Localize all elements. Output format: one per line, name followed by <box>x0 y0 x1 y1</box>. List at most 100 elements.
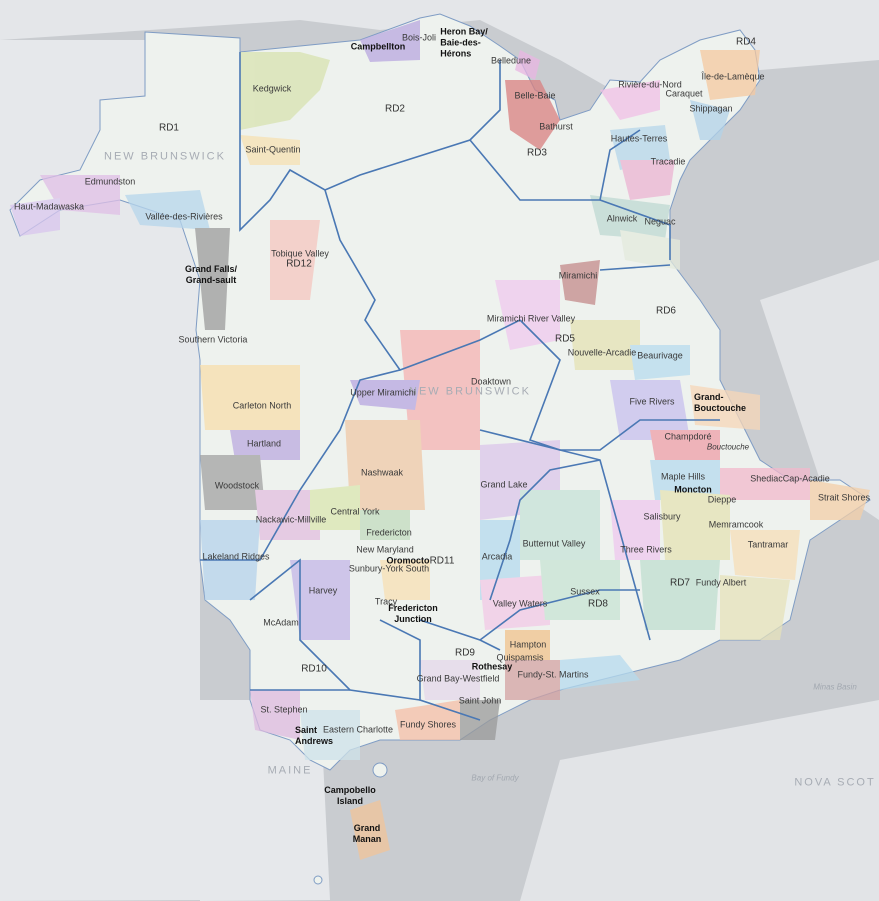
place-label-beaurivage: Beaurivage <box>637 350 683 361</box>
place-label-valley-waters: Valley Waters <box>492 598 548 609</box>
water-label-bay-of-fundy: Bay of Fundy <box>471 773 519 783</box>
place-label-five-rivers: Five Rivers <box>629 396 675 407</box>
place-label-nackawic-millville: Nackawic-Millville <box>255 514 327 525</box>
district-label-rd1: RD1 <box>158 122 180 134</box>
district-label-rd7: RD7 <box>669 577 691 589</box>
district-label-rd9: RD9 <box>454 647 476 659</box>
water-label-minas-basin: Minas Basin <box>813 682 857 692</box>
bold-label-heron-bay: Heron Bay/ Baie-des- Hérons <box>440 26 488 59</box>
district-label-rd6: RD6 <box>655 305 677 317</box>
district-label-rd3: RD3 <box>526 147 548 159</box>
place-label-kedgwick: Kedgwick <box>252 83 292 94</box>
district-label-rd12: RD12 <box>286 258 312 270</box>
place-label-neguac: Neguac <box>644 216 676 227</box>
place-label-harvey: Harvey <box>308 585 338 596</box>
geo-label-new-brunswick-nw: NEW BRUNSWICK <box>104 150 226 163</box>
place-label-saint-quentin: Saint-Quentin <box>245 144 301 155</box>
place-label-tantramar: Tantramar <box>747 539 789 550</box>
place-label-riviere-du-nord: Rivière-du-Nord <box>618 79 682 90</box>
place-label-miramichi-river-valley: Miramichi River Valley <box>486 313 576 324</box>
place-label-bathurst: Bathurst <box>539 121 573 132</box>
place-label-central-york: Central York <box>330 506 380 517</box>
place-label-shippagan: Shippagan <box>689 103 733 114</box>
place-label-maple-hills: Maple Hills <box>660 471 706 482</box>
place-label-belle-baie: Belle-Baie <box>514 90 556 101</box>
district-label-rd2: RD2 <box>384 103 406 115</box>
place-label-nouvelle-arcadie: Nouvelle-Arcadie <box>567 347 637 358</box>
place-label-dieppe: Dieppe <box>707 494 737 505</box>
place-label-hartland: Hartland <box>246 438 282 449</box>
place-label-saint-john: Saint John <box>458 695 502 706</box>
bold-label-grand-falls: Grand Falls/ Grand-sault <box>184 264 238 285</box>
place-label-champdore: Champdoré <box>664 431 712 442</box>
place-label-miramichi: Miramichi <box>558 270 598 281</box>
place-label-doaktown: Doaktown <box>470 376 512 387</box>
place-label-fundy-shores: Fundy Shores <box>399 719 457 730</box>
place-label-alnwick: Alnwick <box>606 213 638 224</box>
bold-label-saint-andrews: Saint Andrews <box>294 725 334 746</box>
bold-label-grand-manan: Grand Manan <box>352 823 382 844</box>
place-label-fredericton: Fredericton <box>366 527 412 538</box>
place-label-haut-madawaska: Haut-Madawaska <box>13 201 85 212</box>
geo-label-nova-scotia: NOVA SCOT <box>794 776 876 789</box>
place-label-upper-miramichi: Upper Miramichi <box>350 387 416 398</box>
place-label-shediac-cap-acadie: ShediacCap-Acadie <box>750 473 830 484</box>
bold-label-moncton: Moncton <box>674 484 712 495</box>
west-land <box>0 40 200 901</box>
maine-land <box>200 700 330 901</box>
place-label-edmundston: Edmundston <box>84 176 136 187</box>
place-label-belledune: Belledune <box>490 55 532 66</box>
place-label-fundy-albert: Fundy Albert <box>695 577 747 588</box>
place-label-nashwaak: Nashwaak <box>360 467 404 478</box>
place-label-grand-lake: Grand Lake <box>480 479 528 490</box>
place-label-bois-joli: Bois-Joli <box>401 32 437 43</box>
place-label-grand-bay-westfield: Grand Bay-Westfield <box>416 673 500 684</box>
district-label-rd11: RD11 <box>429 555 455 567</box>
place-label-sunbury-york-south: Sunbury-York South <box>348 563 430 574</box>
island-small <box>313 875 323 885</box>
district-label-rd4: RD4 <box>735 36 757 48</box>
place-label-bouctouche: Bouctouche <box>706 442 750 452</box>
pei-land <box>760 260 879 520</box>
bold-label-rothesay: Rothesay <box>471 661 513 672</box>
place-label-st-stephen: St. Stephen <box>260 704 308 715</box>
place-label-memramcook: Memramcook <box>708 519 764 530</box>
place-label-lakeland-ridges: Lakeland Ridges <box>202 551 270 562</box>
district-label-rd8: RD8 <box>587 598 609 610</box>
place-label-fundy-st-martins: Fundy-St. Martins <box>517 669 589 680</box>
place-label-carleton-north: Carleton North <box>232 400 292 411</box>
bold-label-oromocto: Oromocto <box>386 555 430 566</box>
place-label-sussex: Sussex <box>570 586 600 597</box>
place-label-arcadia: Arcadia <box>481 551 513 562</box>
place-label-tracy: Tracy <box>374 596 398 607</box>
place-label-woodstock: Woodstock <box>214 480 260 491</box>
bold-label-campobello-island: Campobello Island <box>324 785 376 806</box>
place-label-three-rivers: Three Rivers <box>620 544 672 555</box>
place-label-tracadie: Tracadie <box>650 156 686 167</box>
place-label-new-maryland: New Maryland <box>356 544 414 555</box>
place-label-quispamsis: Quispamsis <box>496 652 544 663</box>
place-label-salisbury: Salisbury <box>643 511 681 522</box>
place-label-caraquet: Caraquet <box>665 88 703 99</box>
geo-label-maine: MAINE <box>267 764 313 777</box>
place-label-mcadam: McAdam <box>263 617 299 628</box>
bold-label-fredericton-junction: Fredericton Junction <box>388 603 438 624</box>
place-label-tobique-valley: Tobique Valley <box>271 248 329 259</box>
place-label-hautes-terres: Hautes-Terres <box>610 133 668 144</box>
geo-label-new-brunswick-center: NEW BRUNSWICK <box>409 385 531 398</box>
place-label-southern-victoria: Southern Victoria <box>178 334 248 345</box>
district-boundaries <box>200 52 720 721</box>
bold-label-campbellton: Campbellton <box>350 41 406 52</box>
district-label-rd5: RD5 <box>554 333 576 345</box>
place-label-hampton: Hampton <box>509 639 547 650</box>
nova-scotia-land <box>520 700 879 901</box>
place-label-ile-de-lameque: Île-de-Lamèque <box>701 71 765 82</box>
place-label-butternut-valley: Butternut Valley <box>522 538 586 549</box>
district-label-rd10: RD10 <box>301 663 327 675</box>
place-label-strait-shores: Strait Shores <box>817 492 871 503</box>
place-label-vallee-des-rivieres: Vallée-des-Rivières <box>145 211 223 222</box>
bold-label-grand-bouctouche: Grand- Bouctouche <box>693 392 747 413</box>
place-label-eastern-charlotte: Eastern Charlotte <box>322 724 394 735</box>
